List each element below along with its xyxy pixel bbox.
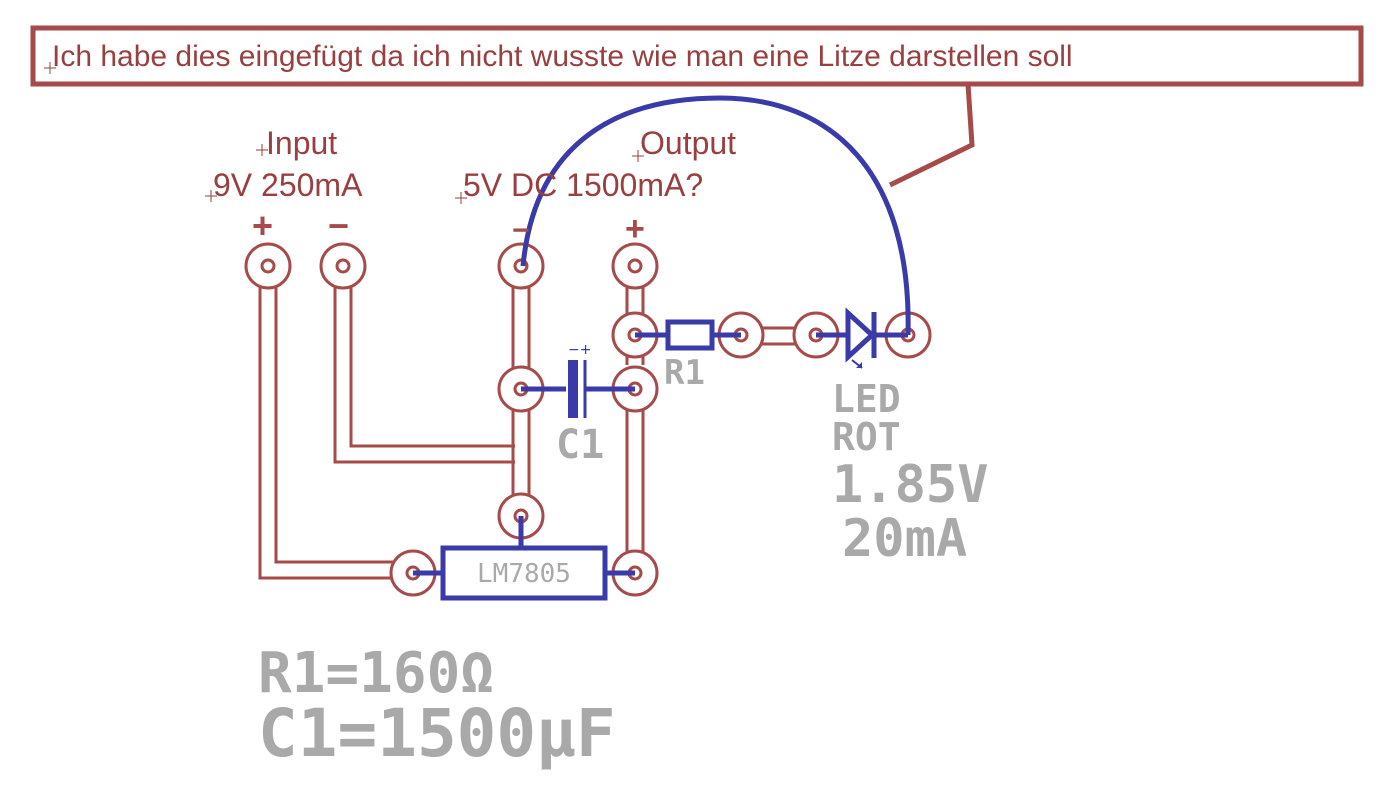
output-plus-sign: + [625, 210, 645, 248]
comment-leader-line [888, 83, 975, 188]
r1-label: R1 [664, 353, 705, 393]
pad-output-plus [611, 242, 659, 290]
input-labels: Input 9V 250mA + − [205, 125, 363, 246]
regulator-ic: LM7805 [413, 516, 635, 601]
wire-arc [520, 95, 911, 336]
input-minus-sign: − [328, 205, 349, 246]
pad-input-minus [319, 242, 367, 290]
c1-label: C1 [556, 422, 604, 468]
led-current: 20mA [842, 509, 967, 569]
output-spec: 5V DC 1500mA? [463, 167, 703, 203]
led-label-line2: ROT [832, 415, 901, 459]
comment-text: Ich habe dies eingefügt da ich nicht wus… [52, 40, 1073, 73]
input-title: Input [266, 125, 337, 161]
input-plus-sign: + [252, 205, 273, 246]
resistor-r1 [635, 319, 741, 351]
comment-note: Ich habe dies eingefügt da ich nicht wus… [30, 25, 1364, 188]
led-symbol [816, 307, 908, 369]
capacitor-c1: −+ [521, 342, 635, 418]
c1-polarity-mark: −+ [568, 342, 591, 358]
c1-value: C1=1500µF [258, 695, 616, 772]
output-minus-sign: − [512, 214, 530, 247]
traces [258, 285, 795, 580]
pad-input-plus [244, 242, 292, 290]
r1-value: R1=160Ω [258, 641, 494, 706]
led-label-line1: LED [832, 377, 901, 421]
silkscreen-labels: R1 C1 LED ROT 1.85V 20mA R1=160Ω C1=1500… [258, 353, 989, 772]
ic-label: LM7805 [477, 559, 571, 589]
input-spec: 9V 250mA [213, 167, 363, 203]
output-title: Output [640, 125, 736, 161]
pad-output-minus [497, 242, 545, 290]
comment-box [30, 25, 1364, 87]
pads [244, 242, 932, 597]
led-voltage: 1.85V [832, 455, 989, 515]
components: −+ LM7805 [413, 95, 911, 601]
output-labels: Output 5V DC 1500mA? − + [455, 125, 736, 248]
